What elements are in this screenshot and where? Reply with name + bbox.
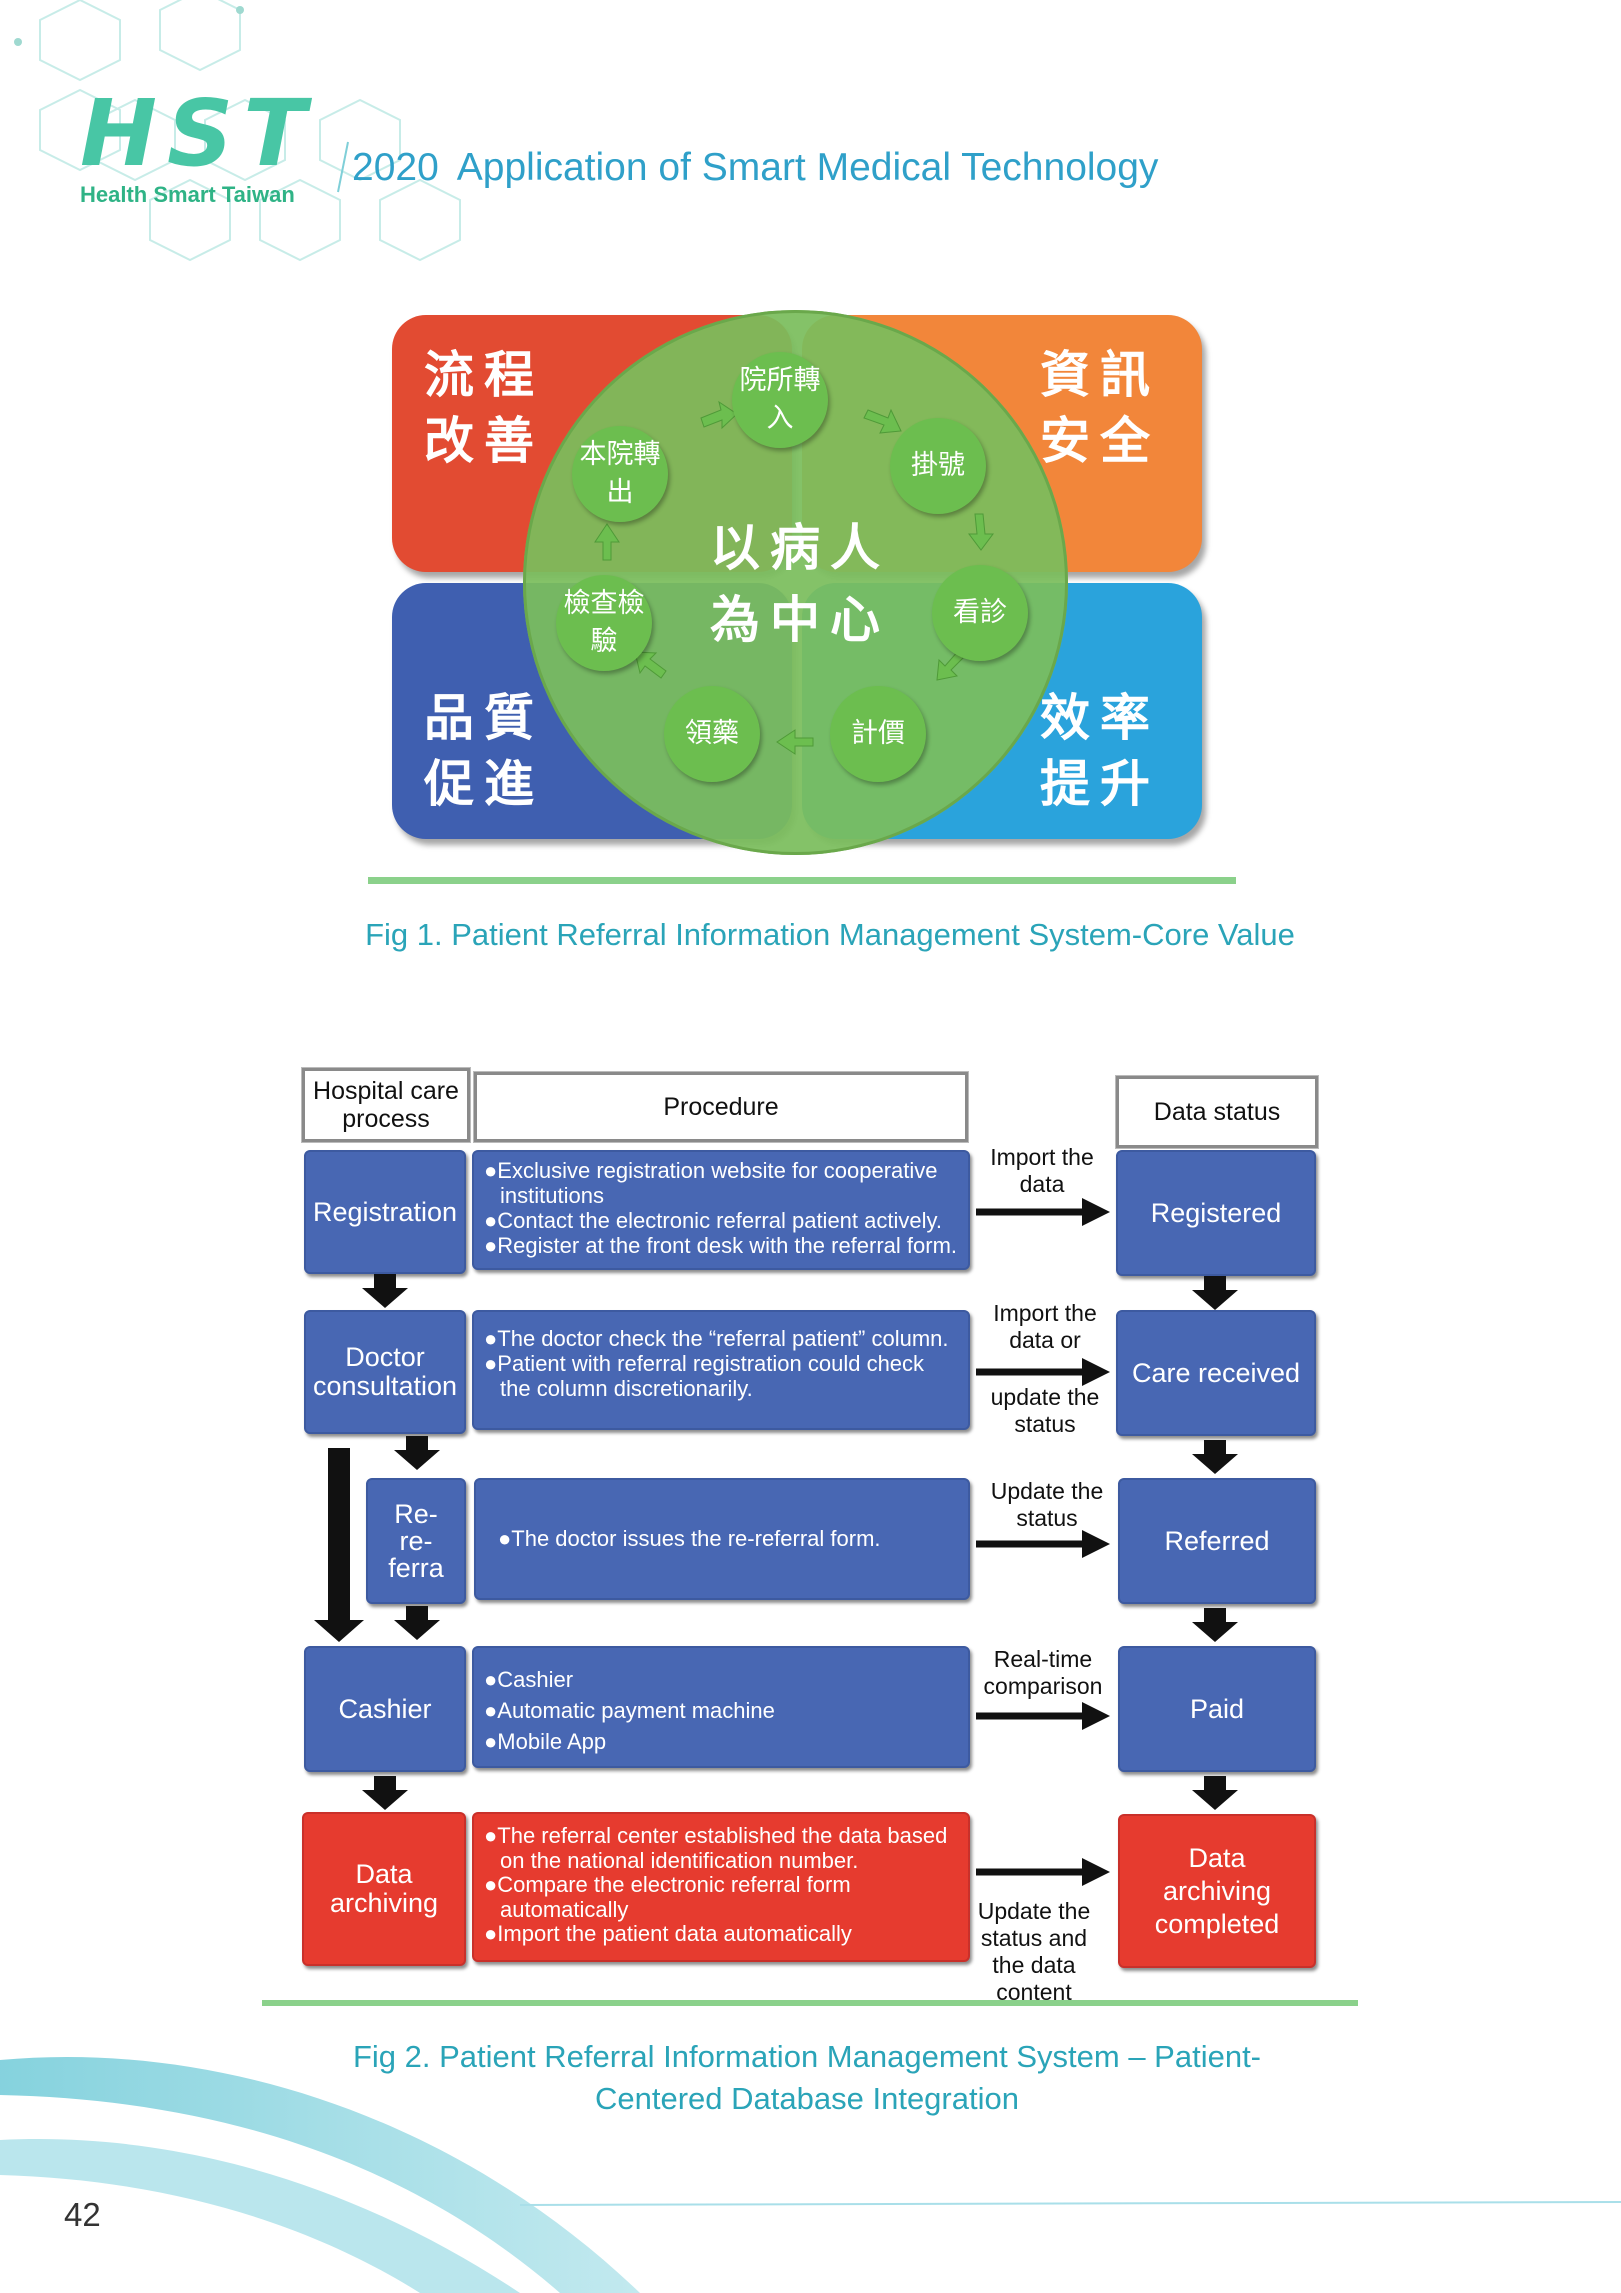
procedure-item: ●Import the patient data automatically [484,1921,852,1946]
procedure-item: ●Contact the electronic referral patient… [484,1208,942,1233]
procedure-item: ●Patient with referral registration coul… [484,1351,925,1401]
node-registration: 掛號 [890,418,986,514]
step-doctor-consultation: Doctor consultation [304,1310,466,1434]
procedure-item: ●Register at the front desk with the ref… [484,1233,958,1258]
header-procedure: Procedure [474,1072,968,1142]
status-referred: Referred [1118,1478,1316,1604]
procedure-item: ●The doctor check the “referral patient”… [484,1326,949,1351]
header-hexagon-pattern [14,0,461,262]
quadrant-label-efficiency-improvement: 效率提升 [1040,688,1160,813]
procedure-re-referral: ●The doctor issues the re-referral form. [474,1478,970,1600]
node-examination: 檢查檢驗 [556,575,652,671]
cycle-arrows [594,400,994,755]
procedure-registration: ●Exclusive registration website for coop… [472,1150,970,1270]
logo-mark: HST [80,80,317,187]
step-registration: Registration [304,1150,466,1274]
logo-subtitle: Health Smart Taiwan [80,182,295,207]
quadrant-label-process-improvement: 流程改善 [424,345,544,470]
fig2-caption-line2: Centered Database Integration [595,2081,1019,2116]
arrow-note-import-data: Import the data [990,1144,1094,1197]
procedure-item: ●The doctor issues the re-referral form. [498,1526,881,1551]
quadrant-label-quality-promotion: 品質促進 [424,688,544,813]
status-data-archiving-completed-label: Data archiving completed [1154,1842,1280,1939]
procedure-item: ●Mobile App [484,1729,607,1754]
node-inbound-referral: 院所轉入 [732,352,828,448]
fig1-caption: Fig 1. Patient Referral Information Mana… [365,917,1295,952]
fig2-caption: Fig 2. Patient Referral Information Mana… [200,2036,1414,2120]
quadrant-label-information-security: 資訊安全 [1040,345,1160,470]
status-data-archiving-completed: Data archiving completed [1118,1814,1316,1968]
node-billing: 計價 [830,686,926,782]
step-re-referral-label: Re-re-ferra [388,1498,444,1583]
header-title: 2020 Application of Smart Medical Technol… [352,146,1158,190]
procedure-item: ●Automatic payment machine [484,1698,775,1723]
arrow-note-update-status-referred: Update the status [990,1478,1104,1531]
step-re-referral: Re-re-ferra [366,1478,466,1604]
step-data-archiving: Data archiving [302,1812,466,1966]
status-paid: Paid [1118,1646,1316,1772]
procedure-cashier: ●Cashier ●Automatic payment machine ●Mob… [472,1646,970,1768]
fig2-divider [262,2000,1358,2006]
procedure-data-archiving: ●The referral center established the dat… [472,1812,970,1962]
node-dispensing: 領藥 [664,686,760,782]
header-hospital-care-process: Hospital care process [302,1068,470,1142]
fig2-caption-line1: Fig 2. Patient Referral Information Mana… [352,2039,1262,2074]
procedure-item: ●Exclusive registration website for coop… [484,1158,938,1208]
status-registered: Registered [1116,1150,1316,1276]
header-divider [337,141,349,193]
header-year: 2020 [352,146,439,189]
header-title-text: Application of Smart Medical Technology [456,146,1159,189]
node-consultation: 看診 [932,565,1028,661]
arrow-note-update-status: update the status [990,1384,1100,1437]
status-care-received: Care received [1116,1310,1316,1436]
procedure-item: ●Compare the electronic referral form au… [484,1872,851,1922]
step-cashier: Cashier [304,1646,466,1772]
arrow-note-real-time-comparison: Real-time comparison [983,1646,1103,1699]
hst-logo: HST Health Smart Taiwan [80,88,325,208]
procedure-doctor-consultation: ●The doctor check the “referral patient”… [472,1310,970,1430]
center-label-patient-centered: 以病人為中心 [710,518,890,649]
arrow-note-update-status-and-content: Update the status and the data content [977,1898,1091,2005]
node-outbound-referral: 本院轉出 [572,426,668,522]
fig1-divider [368,877,1236,884]
arrow-note-import-or-update: Import the data or [993,1300,1097,1353]
page-number: 42 [64,2196,101,2233]
procedure-item: ●The referral center established the dat… [484,1823,948,1873]
footer-wave-decoration [0,2056,1621,2293]
procedure-item: ●Cashier [484,1667,574,1692]
header-data-status: Data status [1116,1076,1318,1148]
